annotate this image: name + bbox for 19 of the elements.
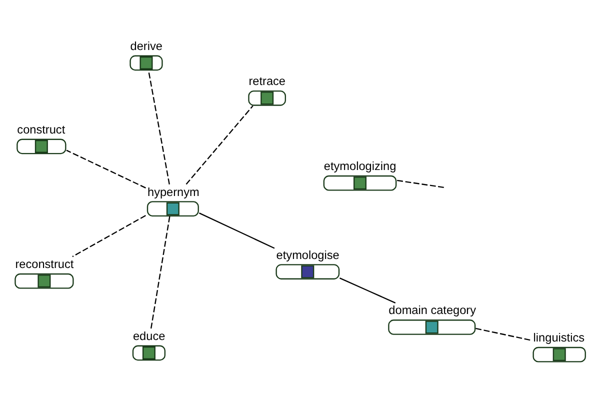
connector [186, 105, 254, 184]
connector [148, 70, 170, 184]
node-label: retrace [248, 74, 286, 88]
node-label: hypernym [148, 184, 200, 198]
node-label: construct [17, 122, 66, 136]
connector [66, 149, 146, 188]
node-label: linguistics [533, 330, 585, 344]
connector [198, 212, 275, 248]
connector [476, 327, 532, 340]
node-label: reconstruct [15, 256, 74, 271]
node-label: derive [130, 38, 162, 52]
node-label: etymologise [276, 247, 340, 262]
connector [150, 216, 170, 328]
node-label: etymologizing [324, 158, 396, 173]
node-label: domain category [388, 302, 476, 317]
connector [72, 214, 146, 257]
connector [396, 179, 444, 188]
connector [339, 277, 396, 303]
node-label: educe [132, 328, 166, 342]
